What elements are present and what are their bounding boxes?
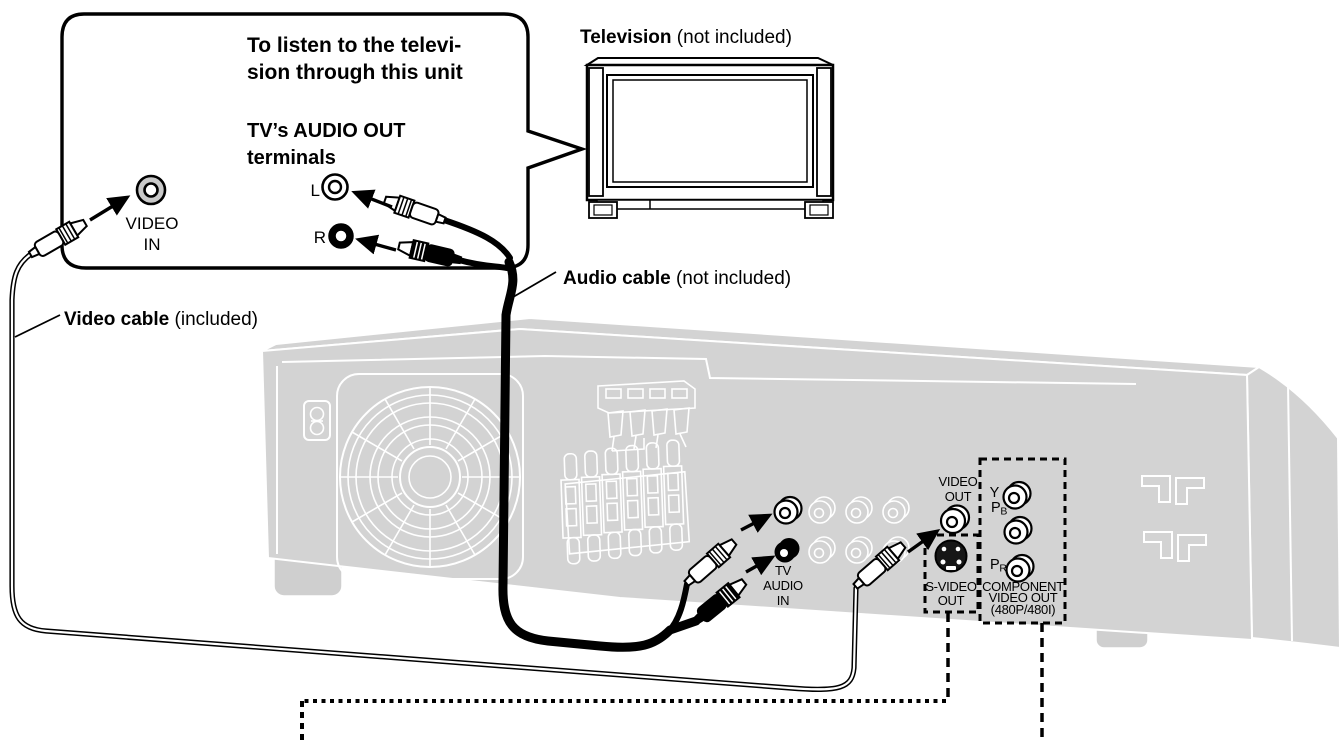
speaker-terminal-block bbox=[597, 380, 696, 452]
video-cable-leader-line bbox=[14, 314, 61, 338]
video-cable bbox=[9, 251, 859, 692]
svg-text:VIDEO OUT: VIDEO OUT bbox=[989, 590, 1058, 605]
component-video-out-label: COMPONENT bbox=[982, 579, 1064, 594]
rear-panel-connectors: TV AUDIO IN VIDEO OUT S-VIDEO OUT Y bbox=[763, 457, 1067, 625]
svg-text:sion through this unit: sion through this unit bbox=[247, 61, 463, 84]
component-pr-label: PR bbox=[990, 557, 1007, 575]
arrow-to-audio-out-r bbox=[355, 234, 397, 255]
component-y-jack bbox=[1002, 480, 1032, 510]
video-cable-caption: Video cable (included) bbox=[64, 309, 258, 330]
arrow-to-audio-out-l bbox=[351, 189, 393, 209]
unit-rear-face bbox=[260, 327, 1254, 642]
tv-audio-in-label: TV bbox=[775, 563, 792, 578]
tv-caption: Television (not included) bbox=[580, 27, 792, 48]
svg-text:terminals: terminals bbox=[247, 147, 336, 169]
fan-grille bbox=[336, 373, 524, 580]
s-video-out-jack bbox=[934, 539, 968, 573]
svg-text:IN: IN bbox=[777, 593, 789, 608]
arrow-to-video-in bbox=[89, 195, 131, 222]
svg-text:IN: IN bbox=[144, 235, 161, 254]
svg-text:(480P/480I): (480P/480I) bbox=[991, 602, 1056, 617]
right-channel-label: R bbox=[314, 228, 326, 247]
receiver-rear-unit bbox=[260, 316, 1342, 650]
arrow-to-video-out bbox=[907, 529, 941, 554]
component-y-label: Y bbox=[990, 485, 1000, 501]
tv-audio-out-right-jack bbox=[328, 223, 354, 249]
audio-cable-caption: Audio cable (not included) bbox=[563, 268, 791, 289]
component-pr-jack bbox=[1005, 553, 1035, 583]
callout-title: To listen to the televi- bbox=[247, 34, 461, 57]
component-pb-label: PB bbox=[991, 500, 1007, 518]
svg-text:OUT: OUT bbox=[945, 489, 972, 504]
video-in-label: VIDEO bbox=[126, 214, 179, 233]
speaker-spring-clips bbox=[560, 439, 691, 565]
arrow-to-audio-in-r bbox=[745, 555, 776, 576]
ac-inlet bbox=[303, 400, 331, 441]
component-dashed-box bbox=[978, 457, 1067, 625]
television-illustration bbox=[583, 57, 835, 219]
s-video-out-label: S-VIDEO bbox=[925, 579, 977, 594]
tv-audio-in-left-jack bbox=[773, 495, 803, 525]
video-out-label: VIDEO bbox=[939, 474, 978, 489]
audio-cable bbox=[441, 217, 701, 652]
continuation-dashed-lines bbox=[300, 613, 1044, 740]
arrow-to-audio-in-l bbox=[740, 513, 773, 533]
svg-text:OUT: OUT bbox=[938, 593, 965, 608]
bracket-cutouts bbox=[1141, 475, 1207, 562]
s-video-dashed-box bbox=[923, 533, 980, 614]
video-out-jack bbox=[939, 504, 971, 535]
tv-audio-in-right-jack bbox=[774, 538, 800, 563]
tv-audio-out-terminals-label: TV’s AUDIO OUT bbox=[247, 120, 406, 142]
faint-rca-jack-row bbox=[808, 496, 910, 564]
unit-right-face bbox=[1245, 365, 1342, 650]
tv-audio-out-left-jack bbox=[321, 173, 349, 201]
left-channel-label: L bbox=[311, 181, 320, 200]
audio-cable-leader-line bbox=[507, 271, 557, 301]
component-pb-jack bbox=[1003, 515, 1033, 545]
svg-text:AUDIO: AUDIO bbox=[763, 578, 803, 593]
tv-video-in-jack bbox=[135, 174, 167, 206]
connection-arrows bbox=[89, 189, 941, 576]
